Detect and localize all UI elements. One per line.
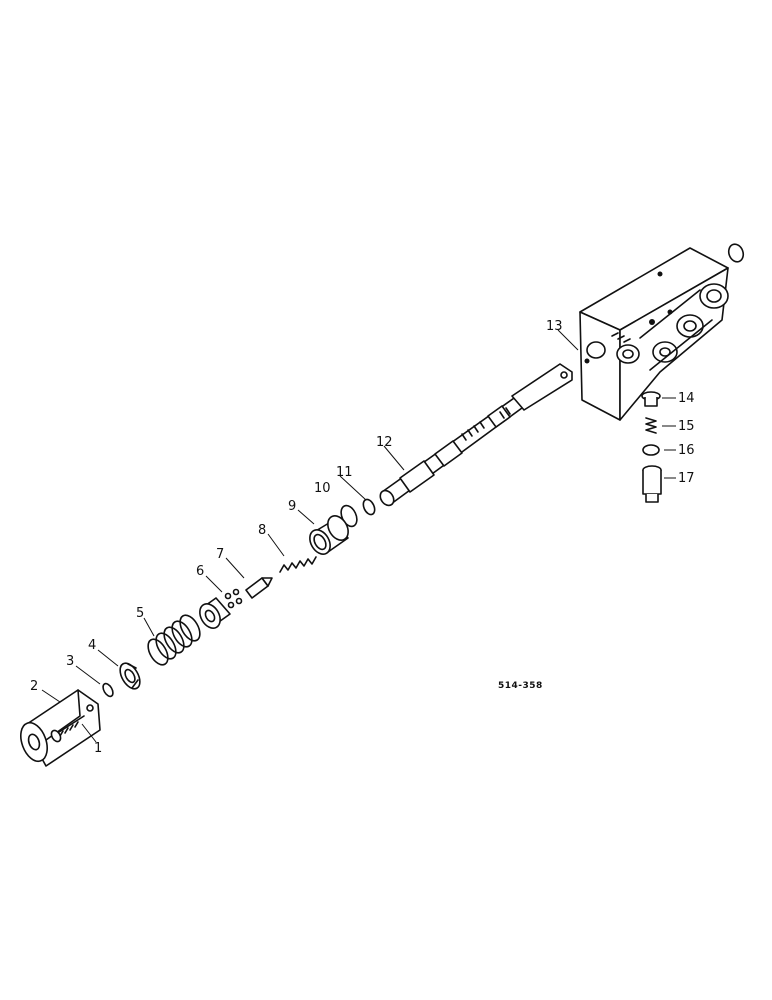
part-9-sleeve <box>309 515 349 555</box>
callout-14: 14 <box>678 391 695 406</box>
callout-1: 1 <box>94 741 102 756</box>
part-7-poppet <box>245 577 273 599</box>
part-6-balls <box>224 588 243 609</box>
callout-9: 9 <box>288 499 296 514</box>
spring-seat <box>199 597 231 629</box>
callout-12: 12 <box>376 435 393 450</box>
reference-code: 514-358 <box>498 681 543 691</box>
callout-16: 16 <box>678 443 695 458</box>
callout-11: 11 <box>336 465 353 480</box>
part-11-o-ring <box>362 498 376 516</box>
callout-13: 13 <box>546 319 563 334</box>
part-8-small-spring <box>279 556 317 573</box>
callout-8: 8 <box>258 523 266 538</box>
part-17-valve-plug <box>642 465 662 503</box>
leader-lines <box>41 329 676 743</box>
part-14-plug <box>641 391 661 407</box>
part-15-spring <box>645 417 657 434</box>
part-1-bolt <box>50 715 85 743</box>
part-2-end-cap <box>20 689 101 767</box>
callout-7: 7 <box>216 547 224 562</box>
part-13-valve-body <box>579 247 729 421</box>
part-12-spool <box>379 363 573 507</box>
callout-10: 10 <box>314 481 331 496</box>
callout-15: 15 <box>678 419 695 434</box>
part-4-washer <box>119 662 141 690</box>
callout-17: 17 <box>678 471 695 486</box>
part-3-snap-ring <box>102 682 114 698</box>
callout-5: 5 <box>136 606 144 621</box>
callout-4: 4 <box>88 638 96 653</box>
callout-6: 6 <box>196 564 204 579</box>
callout-3: 3 <box>66 654 74 669</box>
callout-labels: 1 2 3 4 5 6 7 8 9 10 11 12 13 14 15 16 1… <box>30 319 695 756</box>
part-5-large-spring <box>147 614 201 666</box>
callout-2: 2 <box>30 679 38 694</box>
o-ring-loose <box>727 243 745 263</box>
part-16-o-ring <box>642 444 660 456</box>
